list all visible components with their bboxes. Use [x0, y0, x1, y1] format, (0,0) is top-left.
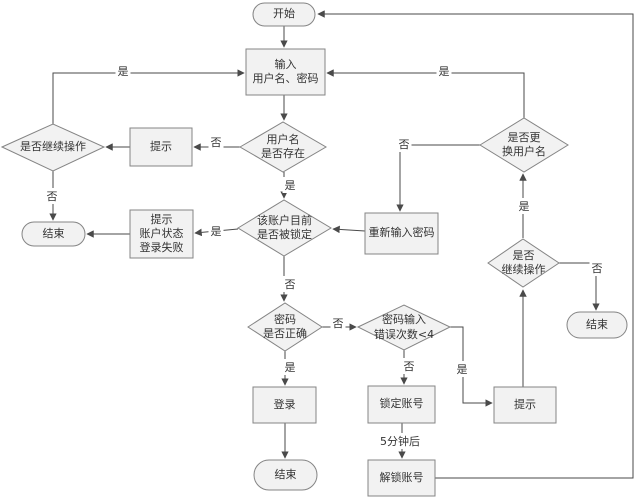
- node-status-fail-shape: [129, 209, 194, 259]
- edge-error-count-to-prompt-bottom: [450, 326, 493, 407]
- node-error-count-shape: [356, 304, 452, 351]
- node-locked-shape: [237, 199, 332, 257]
- edge-locked-to-status-fail: [194, 228, 239, 237]
- node-continue-right-shape: [487, 238, 560, 288]
- node-prompt-bottom-shape: [493, 386, 557, 424]
- node-prompt-left-shape: [129, 127, 193, 167]
- node-unlock-shape: [367, 459, 436, 497]
- node-input-shape: [245, 48, 326, 96]
- node-end-left-shape: [21, 221, 86, 247]
- node-login-shape: [252, 386, 317, 424]
- edge-continue-left-to-input: [52, 69, 245, 124]
- node-lock-shape: [367, 385, 436, 424]
- edge-change-username-to-reenter: [396, 144, 480, 212]
- node-change-username-shape: [479, 117, 569, 173]
- edge-change-username-to-input: [326, 69, 525, 118]
- edge-reenter-to-locked: [332, 225, 366, 234]
- node-username-exists-shape: [239, 121, 327, 173]
- edge-unlock-to-start: [317, 10, 634, 479]
- node-continue-left-shape: [0, 123, 106, 172]
- node-start-shape: [252, 2, 316, 27]
- node-password-correct-shape: [247, 302, 323, 352]
- node-end-right-shape: [566, 311, 628, 339]
- edge-continue-right-to-end-right: [559, 262, 600, 311]
- node-reenter-shape: [364, 212, 439, 255]
- node-end-bottom-shape: [253, 459, 318, 491]
